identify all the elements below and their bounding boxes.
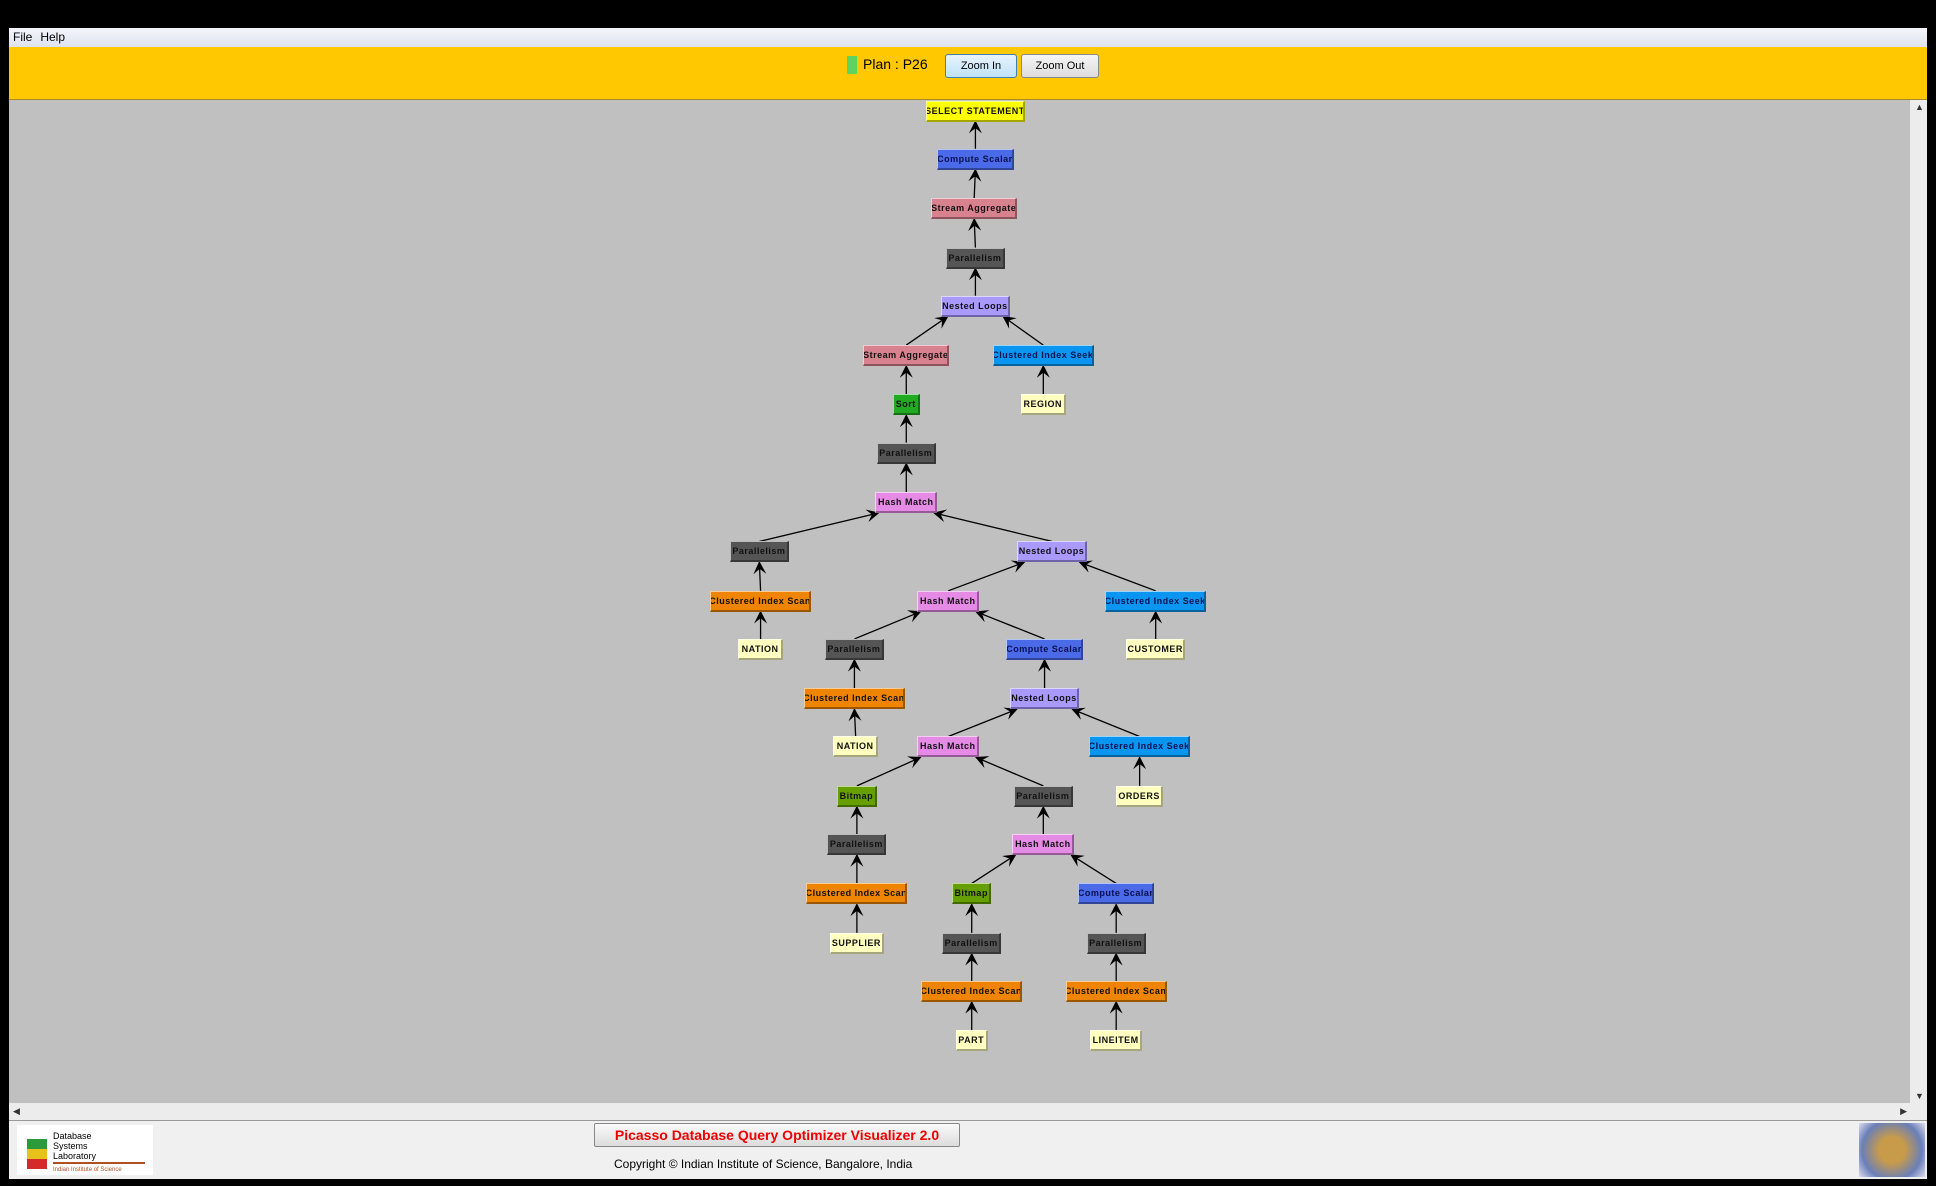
horizontal-scrollbar[interactable]: ◀▶ bbox=[9, 1103, 1927, 1121]
plan-node-parallel[interactable]: Parallelism bbox=[827, 834, 887, 856]
plan-node-scan[interactable]: Clustered Index Scan bbox=[803, 688, 906, 710]
scroll-right-icon[interactable]: ▶ bbox=[1900, 1106, 1907, 1116]
plan-node-scan[interactable]: Clustered Index Scan bbox=[921, 980, 1023, 1002]
plan-node-scan[interactable]: Clustered Index Scan bbox=[709, 590, 812, 612]
plan-node-bitmap[interactable]: Bitmap bbox=[837, 785, 877, 807]
plan-node-seek[interactable]: Clustered Index Seek bbox=[992, 345, 1094, 367]
plan-node-compute[interactable]: Compute Scalar bbox=[937, 148, 1014, 170]
plan-node-table[interactable]: SUPPLIER bbox=[829, 932, 885, 954]
plan-node-parallel[interactable]: Parallelism bbox=[942, 932, 1002, 954]
scroll-up-icon[interactable]: ▲ bbox=[1915, 102, 1924, 112]
dsl-logo-icon: Database Systems Laboratory Indian Insti… bbox=[27, 1131, 145, 1173]
plan-node-nested[interactable]: Nested Loops bbox=[1017, 541, 1087, 563]
plan-node-compute[interactable]: Compute Scalar bbox=[1006, 638, 1083, 660]
plan-node-nested[interactable]: Nested Loops bbox=[940, 295, 1010, 317]
svg-text:Laboratory: Laboratory bbox=[53, 1151, 97, 1161]
scroll-left-icon[interactable]: ◀ bbox=[13, 1106, 20, 1116]
menu-bar: File Help bbox=[9, 28, 1927, 47]
plan-node-nested[interactable]: Nested Loops bbox=[1009, 688, 1080, 710]
plan-node-scan[interactable]: Clustered Index Scan bbox=[806, 883, 908, 905]
plan-node-bitmap[interactable]: Bitmap bbox=[951, 883, 992, 905]
plan-node-table[interactable]: NATION bbox=[738, 638, 783, 660]
plan-node-parallel[interactable]: Parallelism bbox=[945, 247, 1006, 269]
plan-node-table[interactable]: REGION bbox=[1021, 394, 1066, 416]
plan-node-table[interactable]: NATION bbox=[833, 736, 878, 758]
plan-color-indicator bbox=[847, 56, 857, 74]
plan-node-stream[interactable]: Stream Aggregate bbox=[863, 345, 950, 367]
vertical-scrollbar[interactable]: ▲▼ bbox=[1910, 100, 1927, 1103]
zoom-in-button[interactable]: Zoom In bbox=[945, 54, 1017, 78]
plan-node-parallel[interactable]: Parallelism bbox=[1013, 785, 1073, 807]
scroll-down-icon[interactable]: ▼ bbox=[1915, 1091, 1924, 1101]
plan-node-seek[interactable]: Clustered Index Seek bbox=[1089, 736, 1191, 758]
dsl-logo: Database Systems Laboratory Indian Insti… bbox=[17, 1125, 153, 1175]
menu-file[interactable]: File bbox=[13, 30, 33, 44]
plan-node-sort[interactable]: Sort bbox=[892, 394, 920, 416]
plan-node-compute[interactable]: Compute Scalar bbox=[1077, 883, 1155, 905]
plan-node-hash[interactable]: Hash Match bbox=[917, 590, 980, 612]
plan-node-scan[interactable]: Clustered Index Scan bbox=[1065, 980, 1167, 1002]
svg-text:Indian Institute of Science: Indian Institute of Science bbox=[53, 1167, 122, 1173]
iisc-seal-icon bbox=[1859, 1123, 1925, 1177]
plan-node-stream[interactable]: Stream Aggregate bbox=[930, 198, 1018, 220]
menu-help[interactable]: Help bbox=[40, 30, 66, 44]
plan-label: Plan : P26 bbox=[863, 56, 928, 72]
plan-node-parallel[interactable]: Parallelism bbox=[729, 541, 789, 563]
app-title-button[interactable]: Picasso Database Query Optimizer Visuali… bbox=[594, 1123, 960, 1147]
svg-text:Database: Database bbox=[53, 1131, 92, 1141]
plan-node-table[interactable]: LINEITEM bbox=[1090, 1030, 1143, 1052]
svg-text:Systems: Systems bbox=[53, 1141, 88, 1151]
plan-node-hash[interactable]: Hash Match bbox=[875, 492, 938, 514]
plan-node-parallel[interactable]: Parallelism bbox=[876, 442, 936, 464]
plan-node-seek[interactable]: Clustered Index Seek bbox=[1105, 590, 1207, 612]
plan-node-hash[interactable]: Hash Match bbox=[917, 736, 980, 758]
toolbar: Plan : P26 Zoom In Zoom Out bbox=[9, 47, 1927, 101]
footer: Database Systems Laboratory Indian Insti… bbox=[9, 1121, 1927, 1179]
zoom-out-button[interactable]: Zoom Out bbox=[1021, 54, 1099, 78]
copyright-text: Copyright © Indian Institute of Science,… bbox=[614, 1157, 913, 1171]
plan-node-parallel[interactable]: Parallelism bbox=[824, 638, 885, 660]
plan-node-hash[interactable]: Hash Match bbox=[1012, 834, 1075, 856]
plan-node-select[interactable]: SELECT STATEMENT bbox=[926, 100, 1025, 122]
plan-node-table[interactable]: CUSTOMER bbox=[1126, 638, 1186, 660]
plan-node-table[interactable]: PART bbox=[955, 1030, 988, 1052]
plan-node-table[interactable]: ORDERS bbox=[1116, 785, 1164, 807]
plan-node-parallel[interactable]: Parallelism bbox=[1086, 932, 1146, 954]
